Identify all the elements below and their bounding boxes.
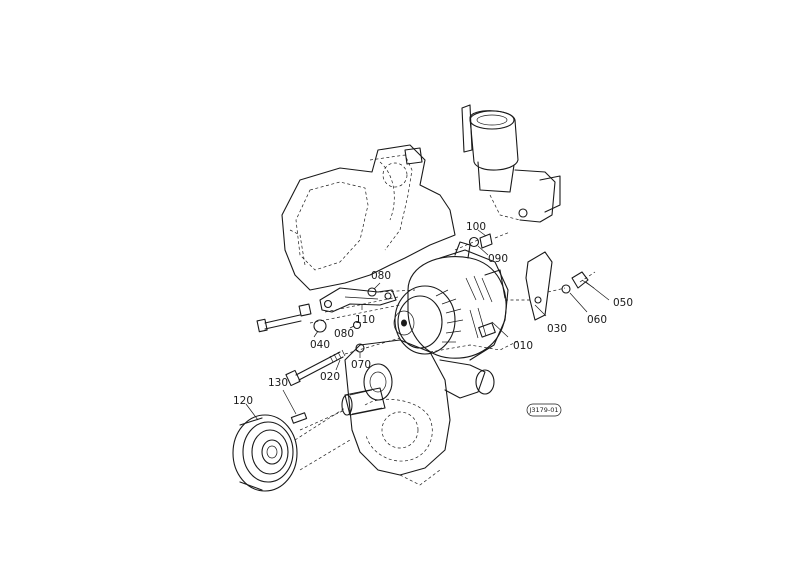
callout-080-upper: 080 — [371, 270, 391, 282]
callout-020: 020 — [320, 371, 340, 383]
callout-120: 120 — [233, 395, 253, 407]
alignment-lines — [294, 231, 596, 471]
engine-block — [281, 144, 521, 486]
callout-090: 090 — [488, 253, 508, 265]
callout-080-lower: 080 — [334, 328, 354, 340]
callout-060: 060 — [587, 314, 607, 326]
drawing-code: J3179-01 — [528, 406, 558, 414]
crankshaft-pulley — [232, 414, 298, 492]
leader-lines — [245, 229, 610, 421]
drawing-code-tag: J3179-01 — [526, 403, 562, 417]
adjusting-plate — [319, 287, 397, 313]
crankshaft-nose — [341, 363, 393, 416]
callout-100: 100 — [466, 221, 486, 233]
callout-040: 040 — [310, 339, 330, 351]
thermostat-housing — [461, 104, 561, 223]
callout-030: 030 — [547, 323, 567, 335]
callout-050: 050 — [613, 297, 633, 309]
callout-labels: 010 020 030 040 050 060 070 080 080 090 … — [233, 221, 633, 407]
callout-010: 010 — [513, 340, 533, 352]
hardware — [256, 233, 589, 387]
alternator — [393, 241, 509, 361]
callout-130: 130 — [268, 377, 288, 389]
alternator-bracket — [525, 251, 553, 321]
callout-070: 070 — [351, 359, 371, 371]
callout-110: 110 — [355, 314, 375, 326]
pulley-key — [290, 412, 308, 424]
